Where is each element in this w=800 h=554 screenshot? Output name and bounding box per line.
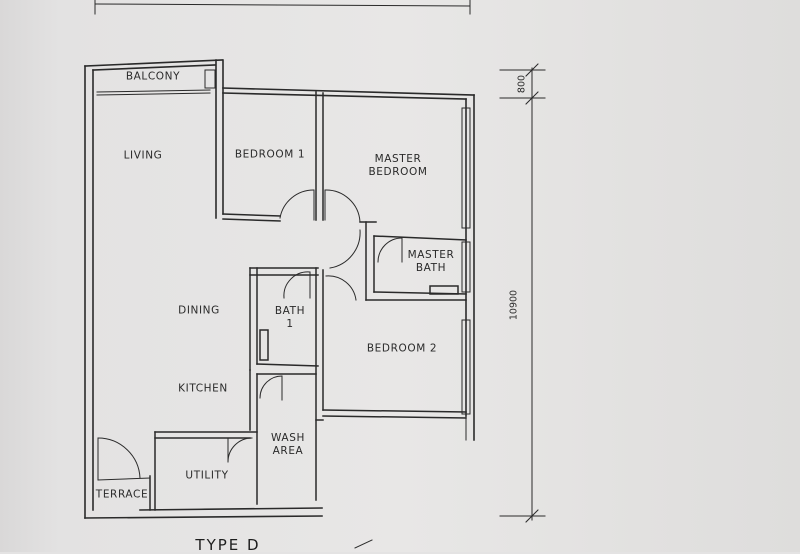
- room-label-kitchen: KITCHEN: [178, 382, 228, 395]
- room-label-master-bedroom: MASTER BEDROOM: [368, 153, 428, 178]
- master-bath-walls: [359, 221, 467, 301]
- master-bath-door: [377, 237, 403, 263]
- bath-1-walls: [249, 267, 324, 501]
- room-label-master-bath: MASTER BATH: [407, 249, 455, 274]
- hall-door-swings: [325, 229, 361, 301]
- top-dimension-line: [94, 0, 471, 15]
- room-label-utility: UTILITY: [185, 469, 229, 482]
- dimension-label-overall-depth: 10900: [508, 289, 520, 321]
- right-windows: [461, 107, 471, 441]
- terrace-door: [97, 437, 151, 481]
- bath-1-door: [283, 271, 311, 299]
- room-label-wash-area: WASH AREA: [271, 432, 305, 457]
- plan-title: TYPE D: [195, 536, 261, 554]
- utility-door: [227, 437, 253, 463]
- room-label-bedroom-1: BEDROOM 1: [234, 148, 306, 161]
- room-label-bath-1: BATH 1: [274, 305, 306, 330]
- room-label-living: LIVING: [123, 149, 163, 162]
- room-label-balcony: BALCONY: [125, 70, 181, 83]
- door-swings-upper: [279, 189, 361, 223]
- wash-area-walls: [249, 369, 324, 505]
- dimension-label-top-offset: 800: [516, 74, 528, 94]
- bedroom-2-walls: [322, 409, 467, 419]
- bedroom-1-walls: [222, 91, 324, 222]
- right-dimension-line: [499, 63, 546, 523]
- room-label-bedroom-2: BEDROOM 2: [366, 342, 438, 355]
- utility-walls: [149, 431, 258, 511]
- wash-area-door: [259, 375, 283, 401]
- balcony-rail: [96, 69, 216, 96]
- room-label-dining: DINING: [178, 304, 220, 317]
- exterior-walls: [84, 59, 475, 519]
- room-label-terrace: TERRACE: [95, 488, 149, 501]
